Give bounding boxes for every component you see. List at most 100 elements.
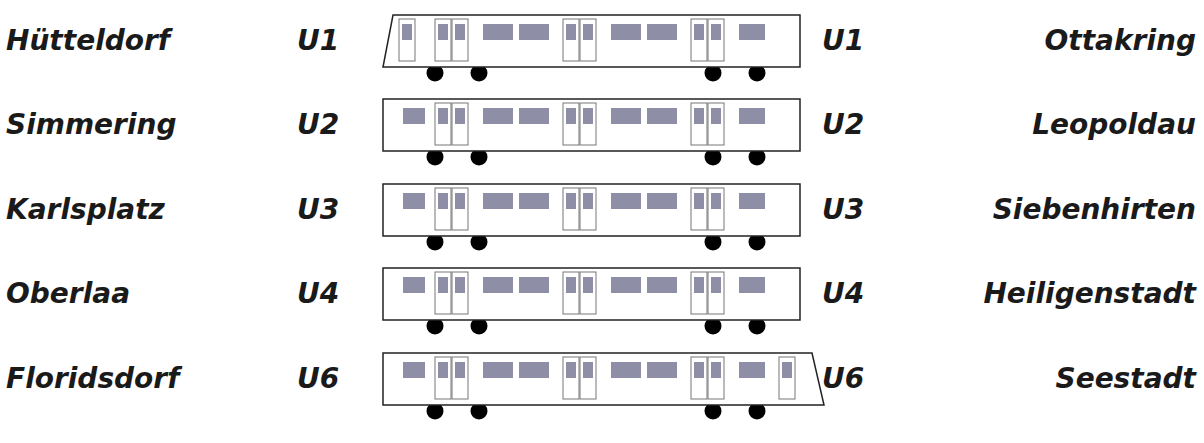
train-window: [611, 108, 641, 124]
train-window: [483, 108, 513, 124]
train-window: [403, 193, 425, 209]
door-window: [438, 108, 448, 124]
door-window: [711, 362, 721, 378]
train-window: [647, 108, 677, 124]
door-window: [566, 108, 576, 124]
door-window: [583, 24, 593, 40]
door-window: [566, 362, 576, 378]
train-window: [739, 108, 765, 124]
door-window: [583, 108, 593, 124]
door-window: [711, 108, 721, 124]
train-door: [708, 357, 724, 399]
door-window: [694, 277, 704, 293]
line-number: U6: [822, 362, 864, 396]
door-window: [711, 24, 721, 40]
terminus-name: Siebenhirten: [993, 193, 1196, 227]
door-window: [711, 277, 721, 293]
train-window: [403, 362, 425, 378]
door-window: [566, 193, 576, 209]
train-door: [435, 188, 451, 230]
line-number: U1: [822, 24, 864, 58]
line-number: U4: [297, 277, 339, 311]
terminus-name: Heiligenstadt: [983, 277, 1196, 311]
train-door: [435, 357, 451, 399]
door-window: [455, 362, 465, 378]
train-window: [647, 193, 677, 209]
train-window: [519, 108, 549, 124]
terminus-name: Simmering: [6, 108, 177, 142]
train-window: [403, 108, 425, 124]
door-window: [694, 108, 704, 124]
train-door: [580, 272, 596, 314]
door-window: [566, 277, 576, 293]
train-door: [435, 103, 451, 145]
train-window: [739, 362, 765, 378]
train-door: [580, 188, 596, 230]
door-window: [402, 24, 412, 40]
train-body: [383, 99, 800, 151]
train-window: [483, 24, 513, 40]
door-window: [438, 24, 448, 40]
train-window: [483, 277, 513, 293]
train-window: [739, 193, 765, 209]
train-door: [563, 272, 579, 314]
line-number: U3: [297, 193, 339, 227]
line-number: U2: [297, 108, 339, 142]
train-window: [611, 193, 641, 209]
train: [383, 99, 800, 166]
terminus-name: Karlsplatz: [6, 193, 165, 227]
train-window: [519, 362, 549, 378]
train-door: [691, 188, 707, 230]
train-body: [383, 268, 800, 320]
terminus-name: Ottakring: [1045, 24, 1196, 58]
line-number: U2: [822, 108, 864, 142]
door-window: [438, 193, 448, 209]
door-window: [455, 24, 465, 40]
train-door: [708, 188, 724, 230]
door-window: [566, 24, 576, 40]
train-door: [580, 357, 596, 399]
train-window: [739, 24, 765, 40]
door-window: [782, 362, 792, 378]
train-door: [435, 272, 451, 314]
train-door: [708, 19, 724, 61]
train-door: [452, 188, 468, 230]
train: [383, 268, 800, 335]
door-window: [438, 277, 448, 293]
train-door: [452, 103, 468, 145]
train-door: [708, 272, 724, 314]
train-window: [519, 24, 549, 40]
door-window: [438, 362, 448, 378]
train-door: [452, 272, 468, 314]
train-door: [580, 103, 596, 145]
line-number: U6: [297, 362, 339, 396]
train-window: [611, 362, 641, 378]
train: [383, 353, 824, 420]
train-window: [403, 277, 425, 293]
train-door: [691, 357, 707, 399]
train-door: [563, 188, 579, 230]
train-window: [519, 193, 549, 209]
train-door: [563, 357, 579, 399]
train-door: [563, 19, 579, 61]
train-window: [483, 193, 513, 209]
line-number: U3: [822, 193, 864, 227]
terminus-name: Seestadt: [1055, 362, 1196, 396]
door-window: [694, 362, 704, 378]
train-window: [519, 277, 549, 293]
door-window: [694, 24, 704, 40]
terminus-name: Floridsdorf: [6, 362, 179, 396]
train: [383, 184, 800, 251]
train-door: [452, 19, 468, 61]
line-number: U1: [297, 24, 339, 58]
train-door: [580, 19, 596, 61]
train-door: [435, 19, 451, 61]
line-number: U4: [822, 277, 864, 311]
door-window: [583, 362, 593, 378]
door-window: [455, 277, 465, 293]
train-body: [383, 184, 800, 236]
terminus-name: Hütteldorf: [6, 24, 170, 58]
door-window: [455, 193, 465, 209]
train-door: [708, 103, 724, 145]
door-window: [583, 277, 593, 293]
